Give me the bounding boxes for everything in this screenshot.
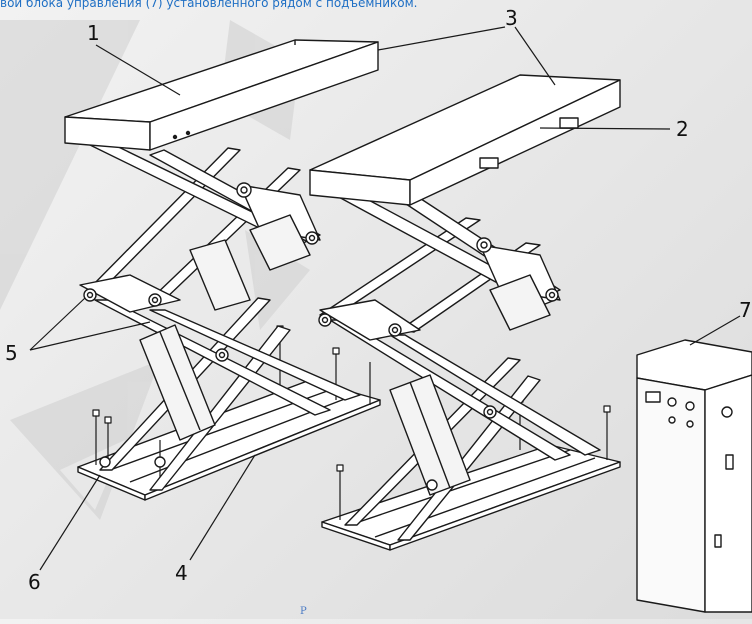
callout-2-platform: 2 bbox=[676, 117, 689, 141]
callout-6: 6 bbox=[28, 570, 41, 594]
figure-caption-top: вой блока управления (7) установленного … bbox=[0, 0, 418, 10]
callout-1-platform: 1 bbox=[87, 21, 100, 45]
leader-lines bbox=[29, 26, 741, 571]
lift-right bbox=[309, 74, 621, 551]
control-unit bbox=[636, 339, 752, 613]
callout-4-base: 4 bbox=[175, 561, 188, 585]
callout-3: 3 bbox=[505, 6, 518, 30]
lift-left bbox=[64, 39, 381, 501]
callout-7-control-unit: 7 bbox=[739, 298, 752, 322]
figure-caption-bottom: Р bbox=[300, 606, 307, 617]
callout-5: 5 bbox=[5, 341, 18, 365]
